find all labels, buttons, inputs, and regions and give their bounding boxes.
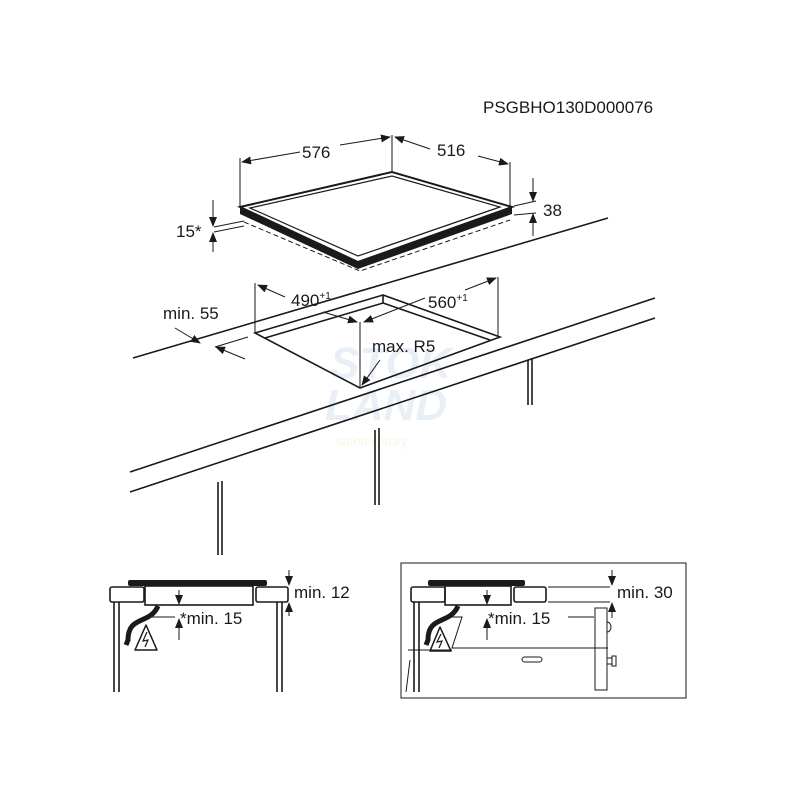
countertop-drawing: 490+1 560+1 min. 55 max. R5 xyxy=(129,217,656,555)
radius-label: max. R5 xyxy=(372,337,435,356)
svg-text:saleterritory: saleterritory xyxy=(335,433,409,449)
cutout-depth-label: 490+1 xyxy=(291,291,331,310)
hob-width-label: 576 xyxy=(302,143,330,162)
hob-drawing: 576 516 38 15* xyxy=(176,134,562,272)
section-left: *min. 15 min. 12 xyxy=(109,570,350,692)
hob-height-label: 38 xyxy=(543,201,562,220)
left-top-clearance: min. 12 xyxy=(294,583,350,602)
model-code: PSGBHO130D000076 xyxy=(483,98,653,117)
left-below-clearance: *min. 15 xyxy=(180,609,242,628)
electric-hazard-icon xyxy=(134,624,158,651)
right-top-clearance: min. 30 xyxy=(617,583,673,602)
edge-distance-label: min. 55 xyxy=(163,304,219,323)
cutout-width-label: 560+1 xyxy=(428,293,468,312)
right-below-clearance: *min. 15 xyxy=(488,609,550,628)
hob-depth-label: 516 xyxy=(437,141,465,160)
gap-label: 15* xyxy=(176,222,202,241)
svg-text:STOK: STOK xyxy=(330,339,455,388)
section-right: *min. 15 min. 30 xyxy=(400,562,687,699)
electric-hazard-icon xyxy=(429,626,452,652)
svg-text:LAND: LAND xyxy=(325,381,447,430)
watermark: STOK LAND saleterritory xyxy=(325,339,455,449)
